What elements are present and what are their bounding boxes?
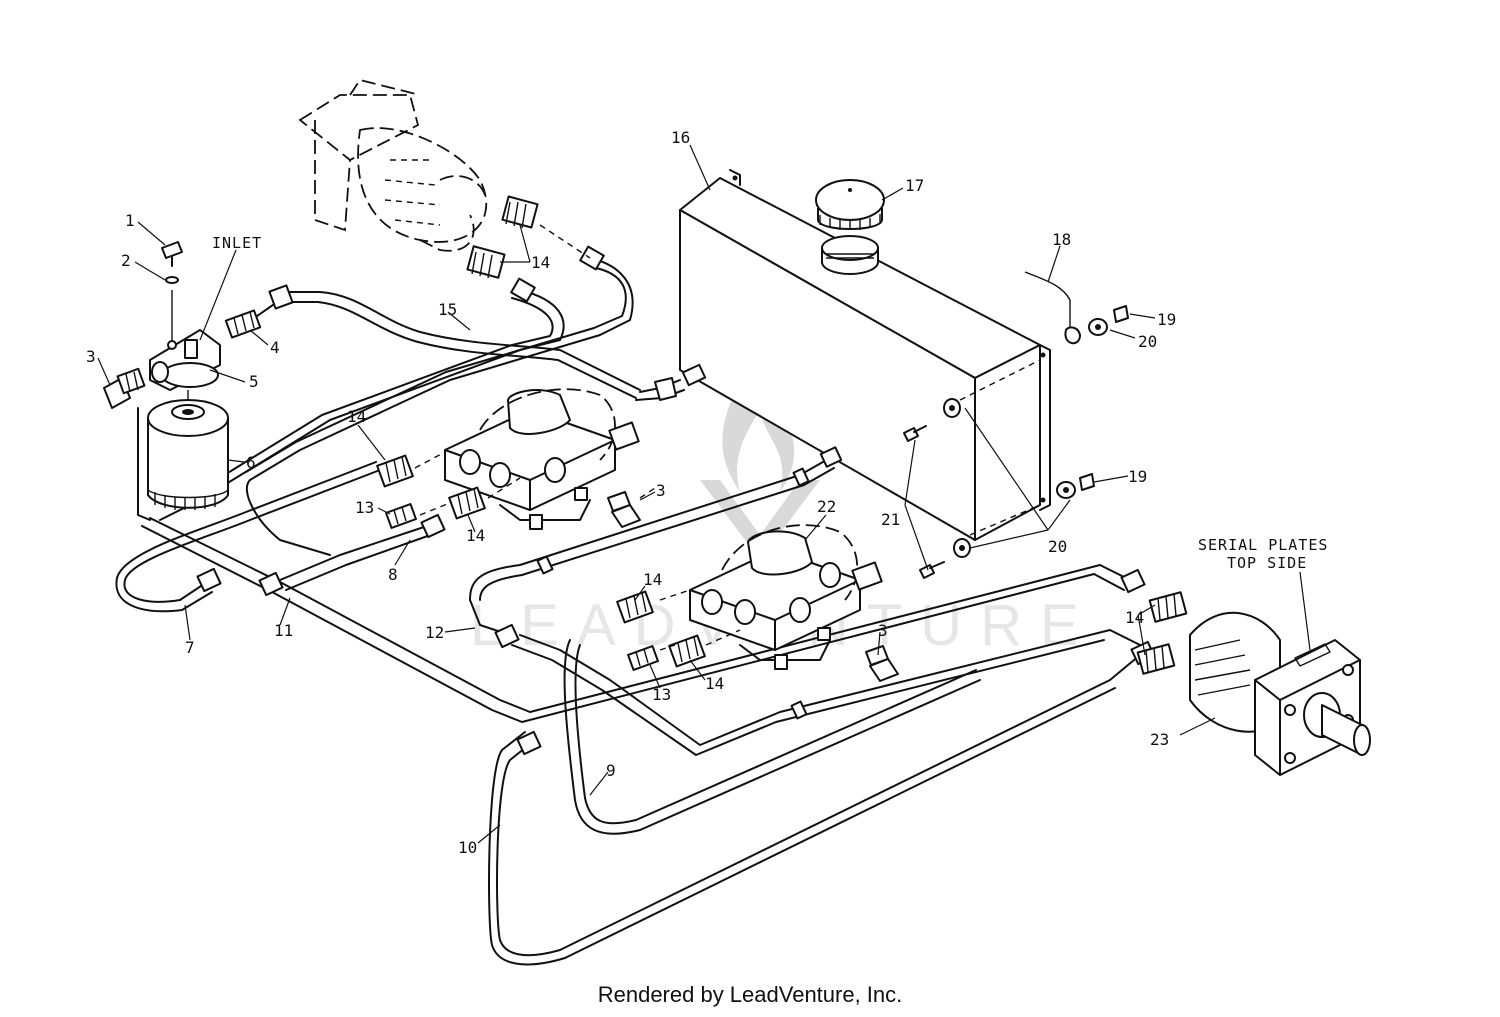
leader-lines	[97, 144, 1311, 844]
callout-19-lower: 19	[1128, 467, 1147, 486]
callout-13-lower: 13	[652, 685, 671, 704]
hydraulic-tank	[635, 169, 1051, 541]
callout-14-lower-motor: 14	[1125, 608, 1144, 627]
callout-14-upper-motor: 14	[531, 253, 550, 272]
callout-9: 9	[606, 761, 616, 780]
rendered-by-credit: Rendered by LeadVenture, Inc.	[597, 982, 903, 1007]
callout-8: 8	[388, 565, 398, 584]
filter-assembly	[103, 241, 294, 521]
callout-16: 16	[671, 128, 690, 147]
callout-19-upper: 19	[1157, 310, 1176, 329]
callout-labels: 1 2 3 3 3 4 5 6 7 8 9 10 11 12 13 13 14 …	[86, 128, 1328, 857]
fittings-middle	[196, 446, 1156, 756]
callout-12: 12	[425, 623, 444, 642]
callout-14-upper-left: 14	[347, 407, 366, 426]
callout-23: 23	[1150, 730, 1169, 749]
callout-5: 5	[249, 372, 259, 391]
tank-cap	[815, 179, 885, 275]
callout-3-lower-pump: 3	[878, 621, 888, 640]
hydraulic-tubes	[115, 257, 1141, 966]
hydraulic-pump-lower	[689, 524, 883, 670]
inlet-label: INLET	[212, 234, 262, 252]
serial-plates-note-line1: SERIAL PLATES	[1198, 536, 1328, 554]
callout-2: 2	[121, 251, 131, 270]
callout-10: 10	[458, 838, 477, 857]
callout-1: 1	[125, 211, 135, 230]
callout-6: 6	[246, 453, 256, 472]
callout-20-lower: 20	[1048, 537, 1067, 556]
callout-13-upper: 13	[355, 498, 374, 517]
callout-3-filter: 3	[86, 347, 96, 366]
callout-15: 15	[438, 300, 457, 319]
callout-21: 21	[881, 510, 900, 529]
callout-18: 18	[1052, 230, 1071, 249]
callout-22: 22	[817, 497, 836, 516]
callout-17: 17	[905, 176, 924, 195]
callout-7: 7	[185, 638, 195, 657]
tank-hardware	[903, 271, 1129, 579]
callout-14-upper-center: 14	[466, 526, 485, 545]
fitting-14-upper	[466, 195, 605, 303]
upper-hydraulic-motor	[298, 78, 487, 252]
callout-3-upper-pump: 3	[656, 481, 666, 500]
lower-hydraulic-motor	[1136, 591, 1371, 776]
callout-14-lower-center: 14	[705, 674, 724, 693]
callout-14-lower-left: 14	[643, 570, 662, 589]
callout-4: 4	[270, 338, 280, 357]
callout-20-upper: 20	[1138, 332, 1157, 351]
serial-plates-note-line2: TOP SIDE	[1227, 554, 1307, 572]
hydraulic-pump-upper	[444, 388, 640, 530]
callout-11: 11	[274, 621, 293, 640]
